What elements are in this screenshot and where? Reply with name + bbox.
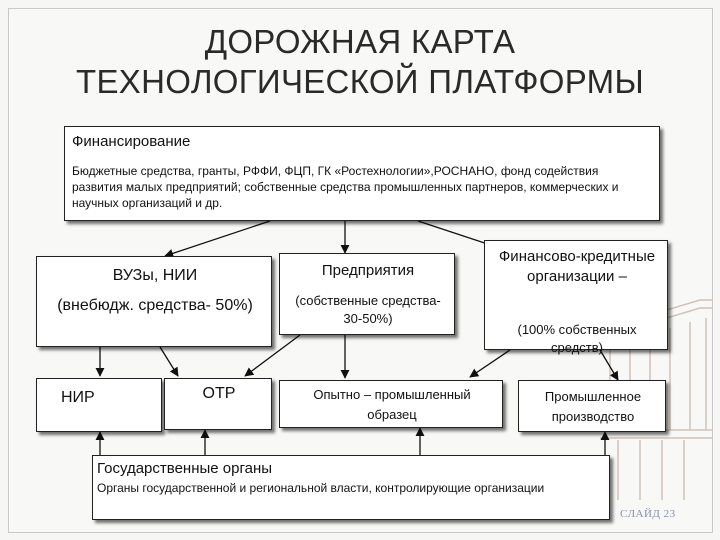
arrow-vuz-otr [159, 346, 179, 377]
prototype-label: Опытно – промышленный образец [313, 387, 471, 422]
otr-label: ОТР [202, 385, 236, 402]
financing-heading: Финансирование [72, 133, 191, 150]
financing-box: Финансирование Бюджетные средства, грант… [64, 126, 660, 221]
vuz-heading: ВУЗы, НИИ [112, 267, 198, 284]
arrow-credit-production [599, 349, 619, 381]
arrow-financing-vuz [164, 220, 271, 258]
enterprises-heading: Предприятия [321, 262, 415, 279]
arrow-credit-prototype [469, 349, 511, 378]
credit-note: (100% собственных средств) [517, 322, 637, 355]
government-text: Органы государственной и региональной вл… [97, 481, 545, 495]
enterprises-note: (собственные средства- 30-50%) [295, 293, 441, 326]
government-box: Государственные органы Органы государств… [92, 455, 610, 520]
production-box: Промышленное производство [518, 380, 666, 432]
nir-box: НИР [36, 378, 162, 432]
credit-heading: Финансово-кредитные организации – [498, 248, 656, 285]
production-label: Промышленное производство [544, 389, 642, 424]
prototype-box: Опытно – промышленный образец [279, 380, 503, 428]
vuz-note: (внебюдж. средства- 50%) [57, 297, 253, 314]
title-line-2: ТЕХНОЛОГИЧЕСКОЙ ПЛАТФОРМЫ [76, 63, 644, 100]
enterprises-box: Предприятия (собственные средства- 30-50… [279, 253, 455, 335]
page-title: ДОРОЖНАЯ КАРТА ТЕХНОЛОГИЧЕСКОЙ ПЛАТФОРМЫ [0, 22, 720, 102]
slide-number: СЛАЙД 23 [620, 508, 676, 520]
title-line-1: ДОРОЖНАЯ КАРТА [204, 23, 516, 60]
nir-label: НИР [61, 389, 95, 406]
financing-text: Бюджетные средства, гранты, РФФИ, ФЦП, Г… [72, 164, 619, 210]
vuz-box: ВУЗы, НИИ (внебюдж. средства- 50%) [36, 256, 272, 347]
government-heading: Государственные органы [97, 460, 273, 477]
credit-box: Финансово-кредитные организации – (100% … [484, 240, 668, 355]
otr-box: ОТР [164, 378, 272, 430]
arrow-enterprises-otr [244, 334, 301, 377]
